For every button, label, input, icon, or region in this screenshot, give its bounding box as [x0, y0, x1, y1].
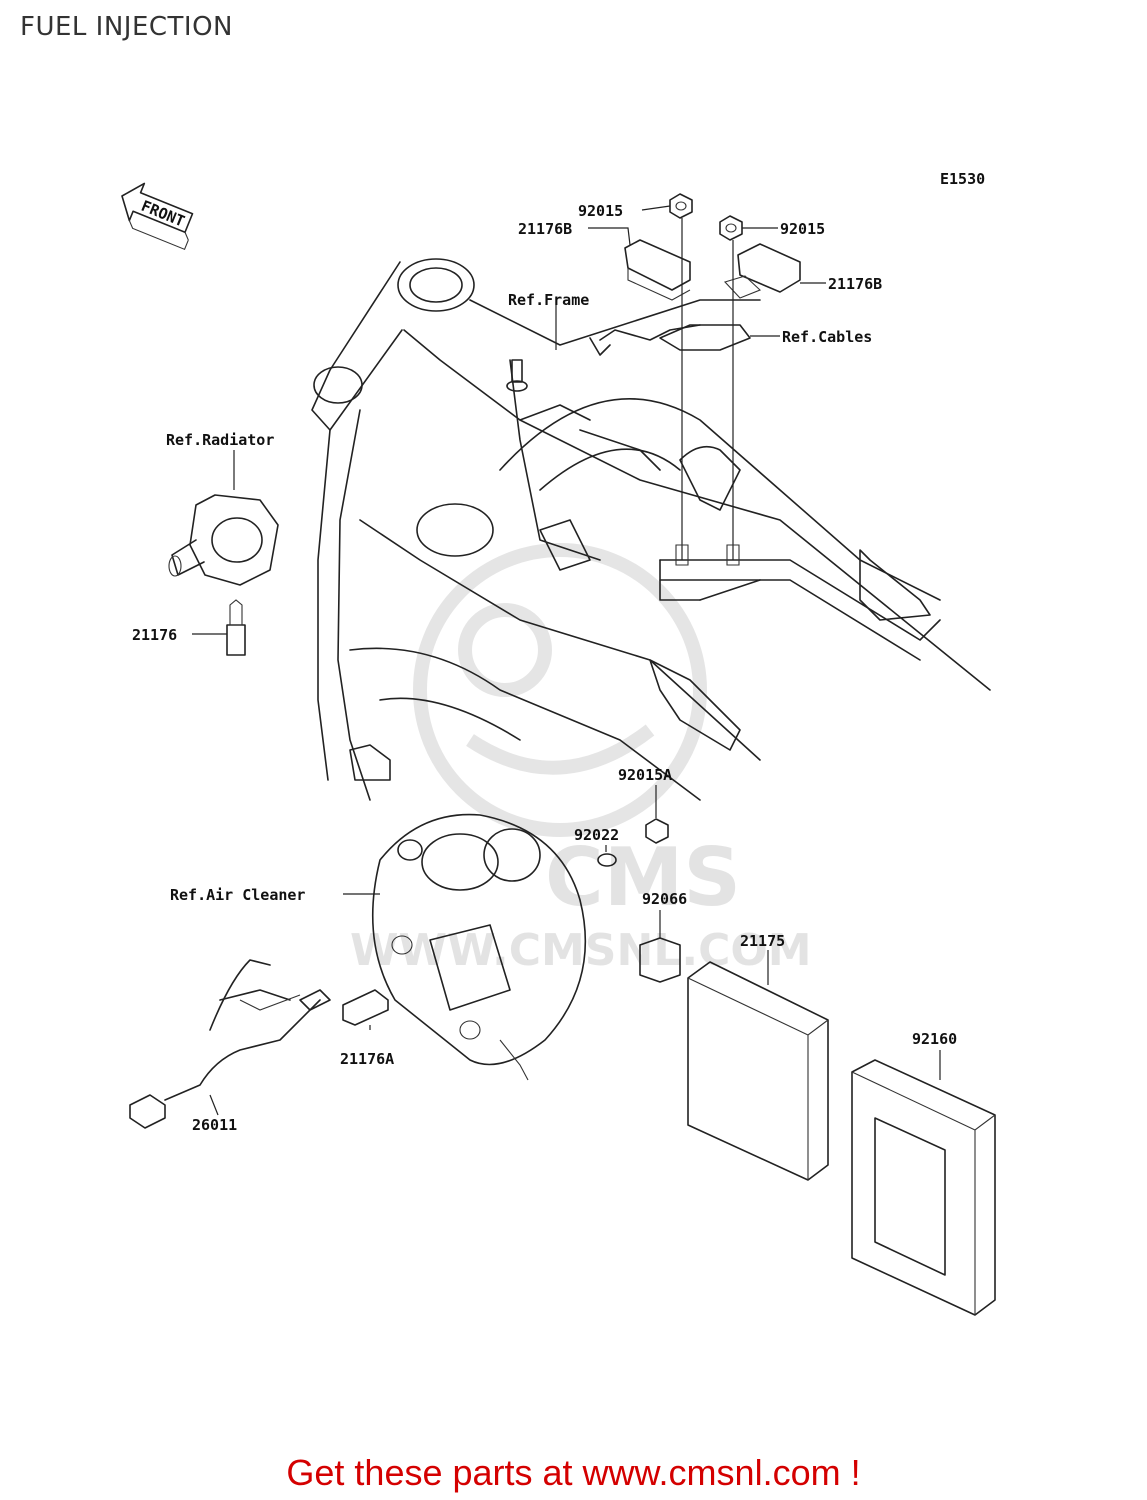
sensor-21176B-left: [624, 239, 691, 301]
label-ref-cables: Ref.Cables: [782, 328, 872, 346]
watermark-site: WWW.CMSNL.COM: [350, 925, 812, 976]
label-92015-right: 92015: [780, 220, 825, 238]
parts-diagram: CMS WWW.CMSNL.COM E1530 FRONT: [121, 170, 996, 1316]
label-92015-left: 92015: [578, 202, 623, 220]
watermark-brand: CMS: [545, 831, 741, 924]
label-21176B-left: 21176B: [518, 220, 572, 238]
radiator-cover: [168, 494, 279, 586]
label-92160: 92160: [912, 1030, 957, 1048]
sensor-21176B-right: [723, 243, 801, 299]
label-ref-radiator: Ref.Radiator: [166, 431, 274, 449]
label-21176B-right: 21176B: [828, 275, 882, 293]
air-cleaner-plate: [371, 813, 587, 1081]
label-21176A: 21176A: [340, 1050, 394, 1068]
label-26011: 26011: [192, 1116, 237, 1134]
page-title: FUEL INJECTION: [20, 12, 233, 42]
watermark: CMS WWW.CMSNL.COM: [350, 543, 812, 976]
label-21175: 21175: [740, 932, 785, 950]
label-ref-air-cleaner: Ref.Air Cleaner: [170, 886, 305, 904]
footer-link[interactable]: Get these parts at www.cmsnl.com !: [286, 1452, 861, 1493]
nut-92015A: [645, 818, 669, 844]
diagram-code: E1530: [940, 170, 985, 188]
cable-bracket: [659, 324, 751, 351]
label-ref-frame: Ref.Frame: [508, 291, 589, 309]
frame-drawing: [311, 258, 991, 801]
sensor-21176A: [342, 989, 389, 1026]
harness-26011: [129, 959, 331, 1129]
label-21176: 21176: [132, 626, 177, 644]
label-92066: 92066: [642, 890, 687, 908]
ecu-21175: [687, 961, 829, 1181]
nut-92015-left: [669, 193, 693, 219]
case-92160: [851, 1059, 996, 1316]
label-92015A: 92015A: [618, 766, 672, 784]
sensor-21176: [226, 599, 246, 656]
label-92022: 92022: [574, 826, 619, 844]
front-arrow-icon: FRONT: [121, 182, 194, 251]
washer-92022: [597, 853, 617, 867]
nut-92015-right: [719, 215, 743, 241]
